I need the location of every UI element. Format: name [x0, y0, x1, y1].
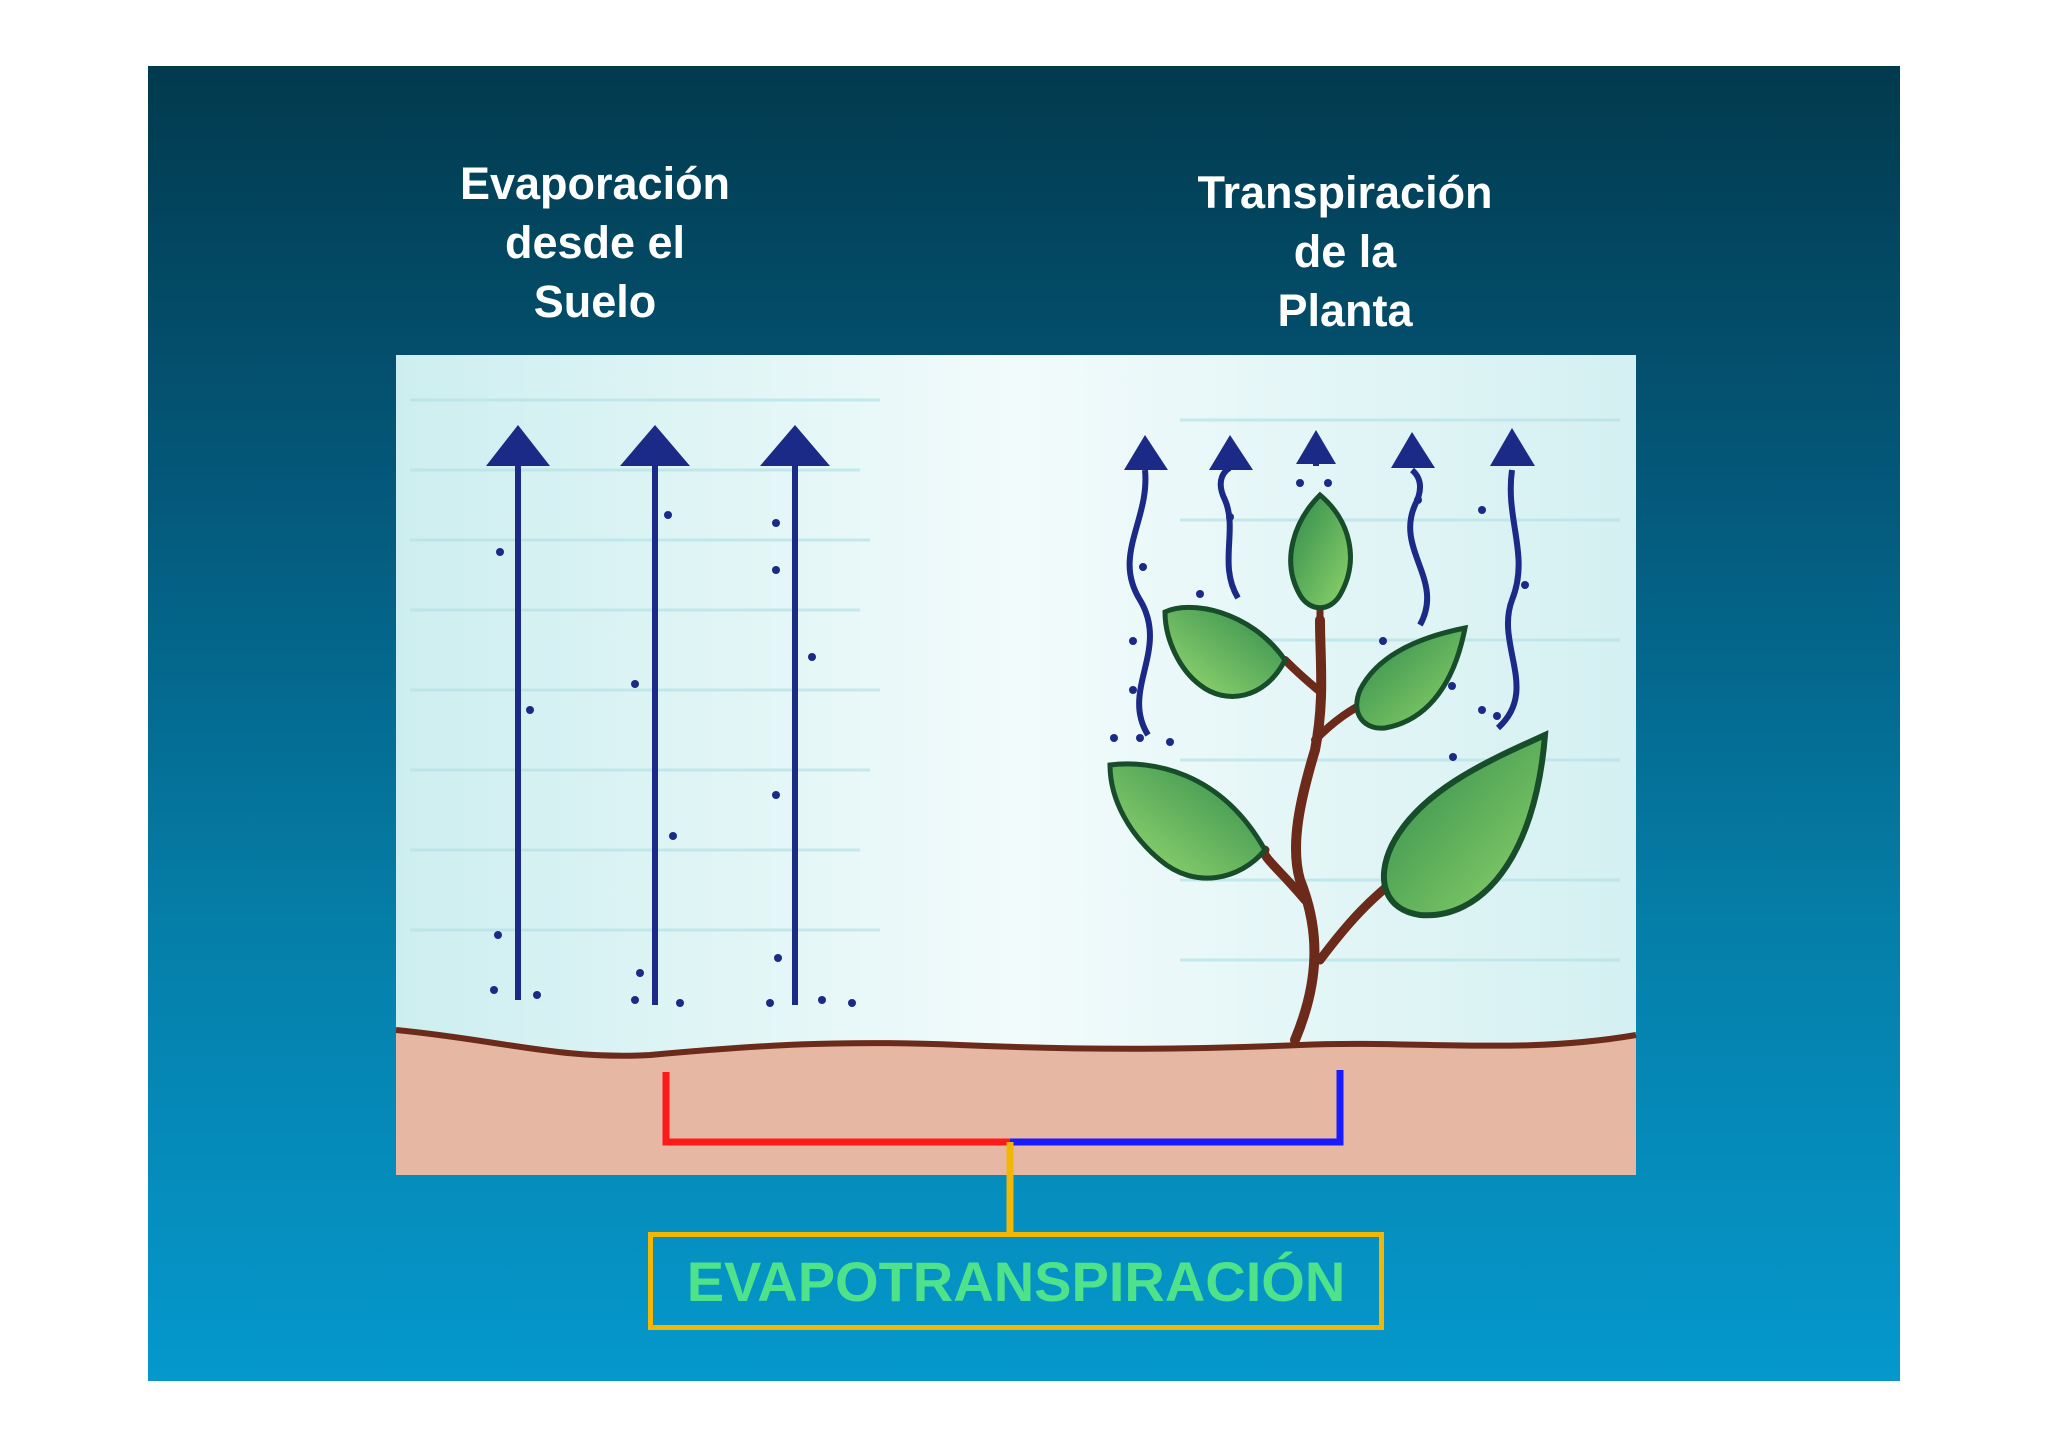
evaporation-arrow-icon [486, 425, 550, 1000]
picture-panel [395, 355, 1637, 1175]
plant-stem [1290, 615, 1327, 1045]
transpiration-arrow-icon [1124, 435, 1168, 737]
evaporation-bracket-line [662, 1072, 1010, 1146]
plant-icon [1107, 491, 1549, 1045]
sky-area [396, 355, 1636, 1175]
transpiration-arrow-icon [1209, 435, 1253, 600]
vapour-dots-soil [490, 511, 856, 1007]
leaf [1354, 624, 1469, 731]
transpiration-arrow-icon [1296, 430, 1336, 466]
leaf [1288, 491, 1353, 611]
transpiration-label-line-3: Planta [1277, 285, 1413, 336]
evaporation-label: Evaporación desde el Suelo [390, 154, 800, 331]
vapour-dots-plant [1110, 479, 1529, 761]
ground-line [395, 1027, 1637, 1059]
evaporation-label-line-1: Evaporación [459, 158, 731, 209]
evaporation-arrows [486, 425, 830, 1005]
evapotranspiration-label: EVAPOTRANSPIRACIÓN [686, 1249, 1346, 1313]
transpiration-arrows [1124, 428, 1535, 737]
evaporation-arrow-icon [760, 425, 830, 1005]
leaf [1107, 761, 1269, 881]
transpiration-bracket [1010, 1070, 1344, 1146]
transpiration-arrow-icon [1490, 428, 1535, 731]
leaf [1162, 604, 1288, 699]
transpiration-bracket-line [1010, 1070, 1344, 1146]
evaporation-bracket [662, 1072, 1010, 1146]
transpiration-label-line-1: Transpiración [1197, 167, 1493, 218]
evaporation-arrow-icon [620, 425, 690, 1005]
transpiration-label-line-2: de la [1293, 226, 1397, 277]
transpiration-label: Transpiración de la Planta [1140, 163, 1550, 340]
transpiration-arrow-icon [1391, 432, 1435, 627]
leaf [1381, 730, 1549, 919]
evapotranspiration-box: EVAPOTRANSPIRACIÓN [648, 1232, 1384, 1330]
evaporation-label-line-2: desde el [504, 217, 686, 268]
evaporation-label-line-3: Suelo [533, 276, 657, 327]
